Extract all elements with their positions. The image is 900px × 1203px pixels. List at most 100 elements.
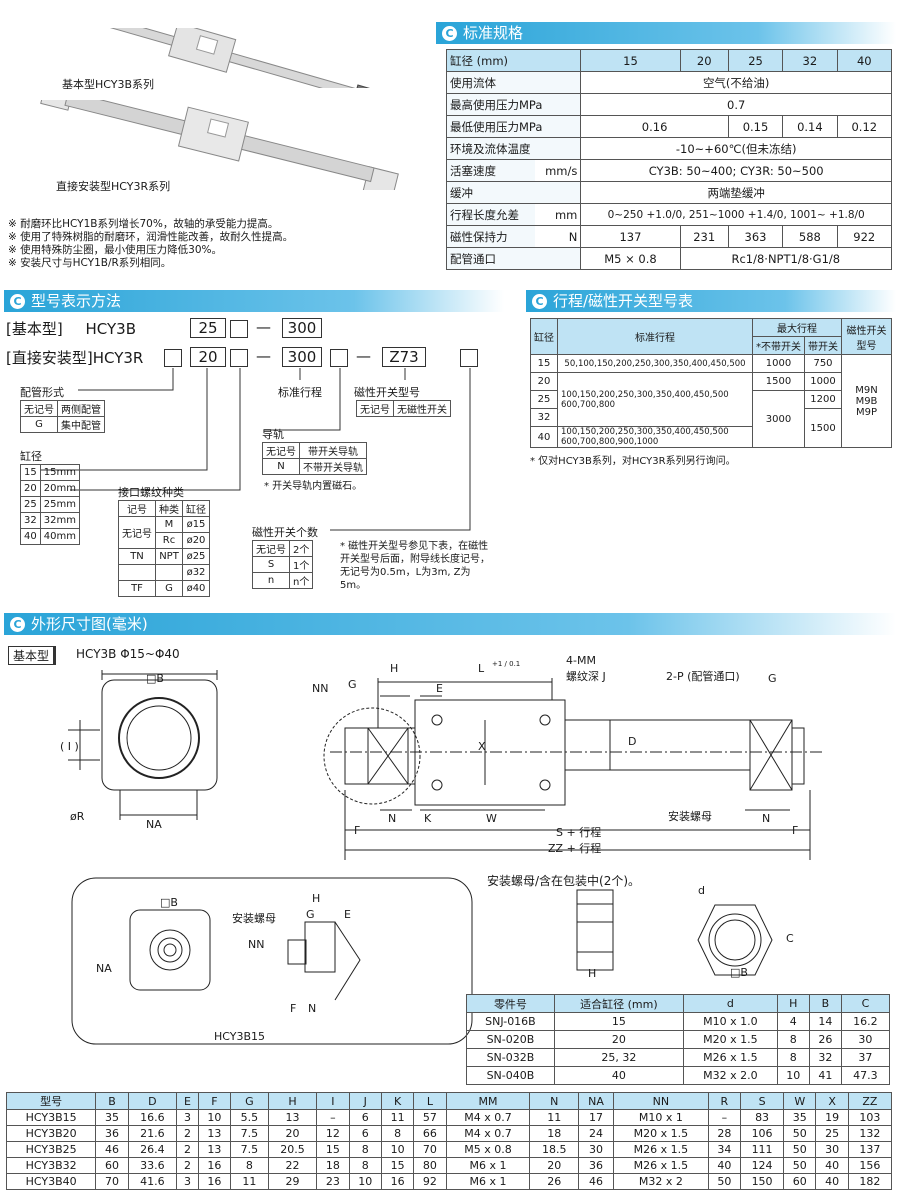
detail-label-G: G — [306, 908, 315, 921]
cell: 15 — [530, 354, 558, 373]
cell: 8 — [776, 1048, 810, 1067]
dim-label-tol: +1 / 0.1 — [492, 660, 521, 668]
dim-head-cell: G — [230, 1092, 269, 1110]
cell: 50,100,150,200,250,300,350,400,450,500 — [557, 354, 753, 373]
spec-unit: mm/s — [535, 159, 582, 182]
direct-code-line: [直接安装型]HCY3R — [6, 347, 143, 368]
bore-title: 缸径 — [20, 450, 42, 463]
nut-label-C: C — [786, 932, 794, 945]
dim-cell: – — [707, 1109, 742, 1126]
dim-cell: 182 — [847, 1173, 893, 1190]
cell: 2个 — [288, 540, 314, 557]
spec-value: 空气(不给油) — [580, 71, 892, 94]
dim-cell: 36 — [95, 1125, 129, 1142]
dim-label-nut: 安装螺母 — [668, 810, 712, 823]
cell: 32 — [808, 1048, 842, 1067]
dim-head-cell: ZZ — [847, 1092, 893, 1110]
dim-cell: 50 — [783, 1157, 817, 1174]
cell: 100,150,200,250,300,350,400,450,500 600,… — [557, 372, 753, 427]
model-connector-lines — [40, 368, 471, 531]
spec-label: 活塞速度 — [446, 159, 536, 182]
dim-cell: – — [316, 1109, 350, 1126]
stroke-note: * 仅对HCY3B系列，对HCY3R系列另行询问。 — [530, 456, 736, 467]
dim-cell: 13 — [197, 1141, 232, 1158]
cell: 1500 — [752, 372, 805, 391]
cell: TF — [118, 580, 156, 597]
dim-cell: 10 — [348, 1173, 382, 1190]
dim-cell: 11 — [230, 1173, 269, 1190]
product-label-direct: 直接安装型HCY3R系列 — [56, 180, 171, 193]
dim-cell: 16.6 — [127, 1109, 178, 1126]
detail-label-nut: 安装螺母 — [232, 912, 276, 925]
spec-value: 363 — [727, 225, 784, 248]
detail-label-H: H — [312, 892, 321, 905]
dim-cell: HCY3B25 — [5, 1141, 97, 1158]
cell: 10 — [776, 1066, 810, 1085]
direct-port-box — [230, 349, 248, 367]
cell: 种类 — [155, 500, 183, 517]
cell: ø40 — [182, 580, 210, 597]
dim-label-H: H — [390, 662, 399, 675]
cell: 40 — [530, 426, 558, 448]
cell: 32 — [530, 408, 558, 427]
spec-label: 配管通口 — [445, 247, 582, 270]
cell: 32 — [20, 512, 41, 529]
dim-cell: 2 — [176, 1157, 199, 1174]
dim-cell: 111 — [740, 1141, 785, 1158]
cell: 20 — [20, 480, 41, 497]
cell: 20 — [553, 1030, 684, 1049]
dims-title: 外形尺寸图(毫米) — [31, 615, 148, 633]
dim-head-cell: MM — [445, 1092, 531, 1110]
cell: 无记号 — [262, 442, 300, 459]
cell: 15mm — [39, 464, 80, 481]
dim-cell: 11 — [529, 1109, 579, 1126]
dim-label-N2: N — [762, 812, 771, 825]
dim-cell: 15 — [380, 1157, 415, 1174]
spec-value: -10~+60℃(但未冻结) — [580, 137, 892, 160]
swtype-table: 无记号无磁性开关 — [356, 400, 451, 417]
spec-value: 0.15 — [727, 115, 784, 138]
nut-label-d: d — [698, 884, 705, 897]
cell: 47.3 — [840, 1066, 891, 1085]
cell: SN-020B — [466, 1030, 555, 1049]
nut-label-H: H — [588, 967, 597, 980]
dim-cell: 19 — [815, 1109, 849, 1126]
cell: S — [252, 556, 290, 573]
dim-cell: 16 — [197, 1173, 232, 1190]
direct-rail-box — [330, 349, 348, 367]
spec-head-cell: 40 — [836, 49, 893, 72]
dim-cell: 17 — [577, 1109, 615, 1126]
dim-cell: 8 — [230, 1157, 269, 1174]
detail-label-N: N — [308, 1002, 317, 1015]
dim-cell: 23 — [316, 1173, 350, 1190]
product-label-basic: 基本型HCY3B系列 — [62, 78, 155, 91]
cell: SN-032B — [466, 1048, 555, 1067]
spec-head-cell: 25 — [727, 49, 784, 72]
dim-cell: 40 — [815, 1157, 849, 1174]
feature-item: ※ 使用特殊防尘圈，最小使用压力降低30%。 — [8, 244, 222, 256]
dim-cell: 40 — [815, 1173, 849, 1190]
cell: 37 — [840, 1048, 891, 1067]
dim-cell: M4 x 0.7 — [445, 1125, 531, 1142]
dim-label-X: X — [478, 740, 486, 753]
dim-label-G: G — [348, 678, 357, 691]
port-title: 接口螺纹种类 — [118, 486, 184, 499]
dim-cell: 6 — [348, 1125, 382, 1142]
dim-head-cell: E — [176, 1092, 199, 1110]
dim-cell: 2 — [176, 1141, 199, 1158]
dim-cell: 26 — [529, 1173, 579, 1190]
direct-switch-box: Z73 — [382, 347, 426, 367]
spec-value: 0.7 — [580, 93, 892, 116]
dim-cell: 92 — [413, 1173, 447, 1190]
cell: *不带开关 — [752, 336, 805, 355]
detail-label-NA: NA — [96, 962, 112, 975]
feature-item: ※ 使用了特殊树脂的耐磨环，润滑性能改善，故耐久性提高。 — [8, 231, 294, 243]
dim-cell: M32 x 2 — [613, 1173, 709, 1190]
dim-cell: 8 — [348, 1157, 382, 1174]
cell: 记号 — [118, 500, 156, 517]
